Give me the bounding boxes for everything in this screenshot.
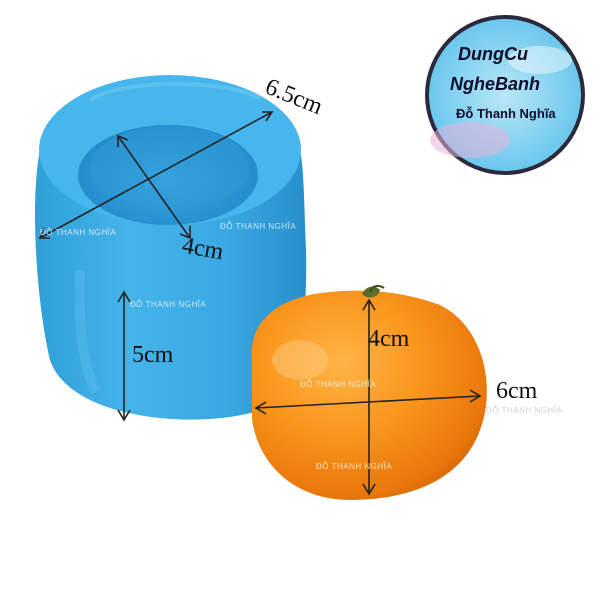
orange-width-label: 6cm xyxy=(496,378,538,404)
watermark: ĐỖ THANH NGHĨA xyxy=(316,462,393,471)
watermark: ĐỖ THANH NGHĨA xyxy=(130,300,207,309)
watermark: ĐỖ THANH NGHĨA xyxy=(220,222,297,231)
measurement-arrows xyxy=(38,111,482,496)
mold-height-label: 5cm xyxy=(132,342,174,368)
watermark: ĐỖ THANH NGHĨA xyxy=(300,380,377,389)
logo-line-2: NgheBanh xyxy=(450,74,540,94)
watermark: ĐỖ THANH NGHĨA xyxy=(486,406,563,415)
logo-line-3: Đỗ Thanh Nghĩa xyxy=(456,106,556,121)
watermark: ĐỖ THANH NGHĨA xyxy=(40,228,117,237)
orange-height-label: 4cm xyxy=(368,326,410,352)
logo-line-1: DungCu xyxy=(458,44,528,64)
brand-badge xyxy=(425,15,585,175)
